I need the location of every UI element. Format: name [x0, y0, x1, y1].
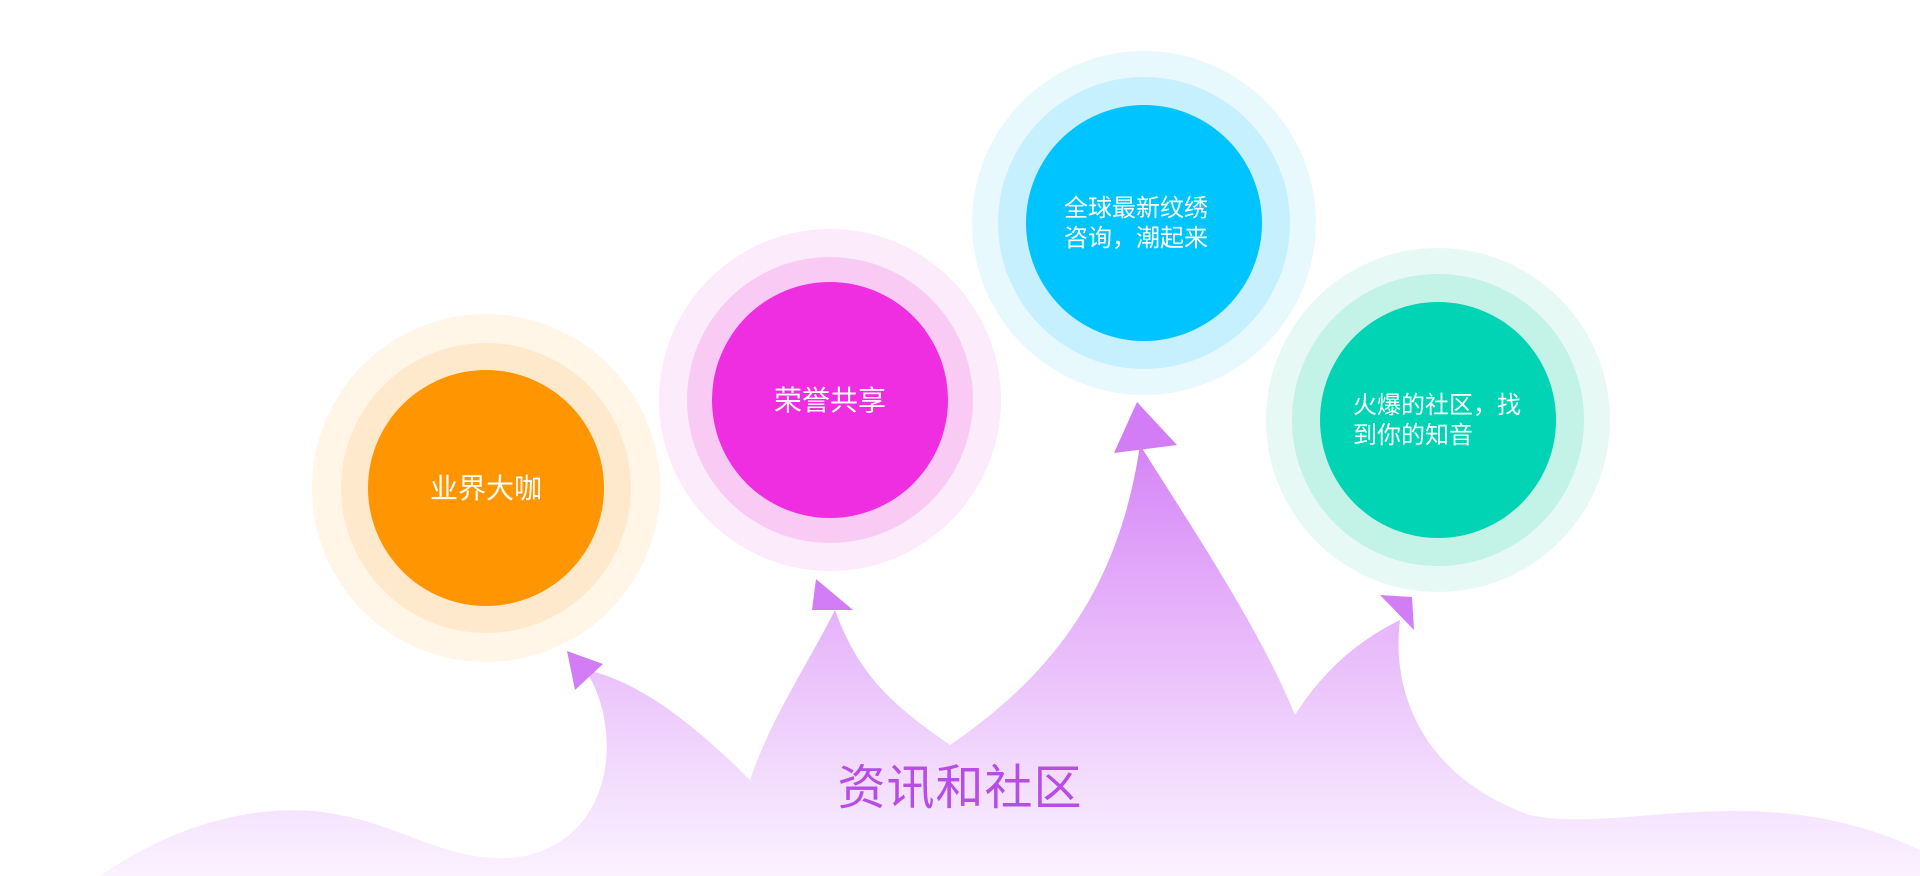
- node-magenta: 荣誉共享: [730, 350, 930, 450]
- node-blue: 全球最新纹绣咨询，潮起来: [1064, 173, 1224, 273]
- node-teal-label: 火爆的社区，找到你的知音: [1353, 391, 1521, 449]
- arrowhead-teal: [1380, 595, 1414, 630]
- blue-circle: [1026, 105, 1262, 341]
- node-orange: 业界大咖: [386, 438, 586, 538]
- node-magenta-label: 荣誉共享: [773, 383, 886, 417]
- arrowhead-orange: [567, 651, 603, 690]
- node-blue-label: 全球最新纹绣咨询，潮起来: [1064, 194, 1208, 252]
- arrowhead-blue: [1114, 402, 1177, 453]
- arrowhead-magenta: [812, 579, 853, 610]
- center-title: 资讯和社区: [837, 760, 1083, 816]
- orange-circle: [368, 370, 604, 606]
- node-teal: 火爆的社区，找到你的知音: [1353, 370, 1537, 470]
- node-orange-label: 业界大咖: [429, 471, 542, 505]
- magenta-circle: [712, 282, 948, 518]
- base-branch-shape: [100, 445, 1920, 876]
- teal-circle: [1320, 302, 1556, 538]
